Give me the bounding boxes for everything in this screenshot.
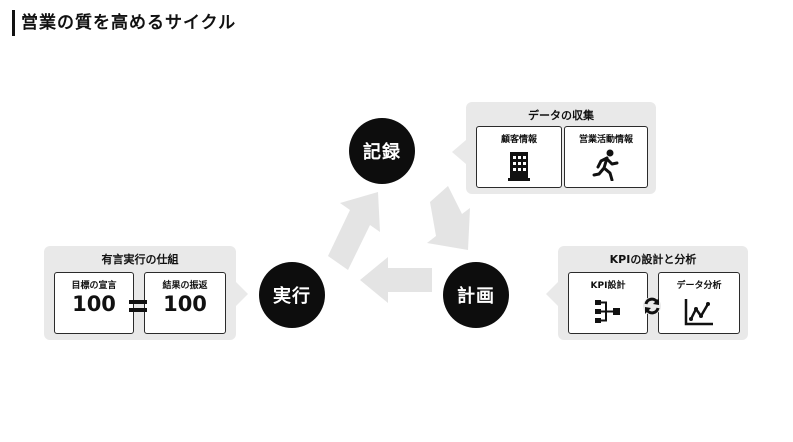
pointer-kpi (546, 282, 558, 306)
card-result-review: 結果の振返 100 (144, 272, 226, 334)
arrow-execute-to-record (328, 192, 380, 270)
card-sales-activity: 営業活動情報 (564, 126, 648, 188)
panel-kpi: KPIの設計と分析 KPI設計 データ分析 (558, 246, 748, 340)
card-data-analysis: データ分析 (658, 272, 740, 334)
line-chart-icon (684, 299, 713, 326)
node-plan: 計画 (443, 262, 509, 328)
page-title: 営業の質を高めるサイクル (21, 13, 237, 33)
panel-data-collection: データの収集 顧客情報 営業活動情報 (466, 102, 656, 194)
refresh-cycle-icon (643, 297, 661, 315)
card-customer-info: 顧客情報 (476, 126, 562, 188)
result-value: 100 (163, 292, 207, 316)
building-icon (508, 152, 530, 181)
running-person-icon (592, 149, 619, 181)
equals-icon (129, 300, 147, 312)
pointer-data-collection (452, 140, 466, 164)
pointer-declaration (236, 282, 248, 306)
tree-structure-icon (595, 300, 620, 323)
card-label: KPI設計 (590, 281, 626, 291)
arrow-plan-to-execute (360, 257, 432, 303)
panel-title-declaration: 有言実行の仕組 (101, 253, 179, 266)
panel-declaration: 有言実行の仕組 目標の宣言 100 結果の振返 100 (44, 246, 236, 340)
panel-title-data-collection: データの収集 (528, 109, 594, 122)
card-label: 顧客情報 (500, 135, 537, 145)
arrow-record-to-plan (427, 186, 470, 250)
title-accent-bar (12, 10, 15, 36)
node-record: 記録 (349, 118, 415, 184)
card-goal-declaration: 目標の宣言 100 (54, 272, 134, 334)
card-label: 結果の振返 (162, 281, 208, 291)
card-label: 目標の宣言 (71, 281, 117, 291)
card-kpi-design: KPI設計 (568, 272, 648, 334)
card-label: 営業活動情報 (578, 135, 633, 145)
panel-title-kpi: KPIの設計と分析 (609, 253, 697, 266)
node-execute: 実行 (259, 262, 325, 328)
goal-value: 100 (72, 292, 116, 316)
card-label: データ分析 (676, 281, 722, 291)
